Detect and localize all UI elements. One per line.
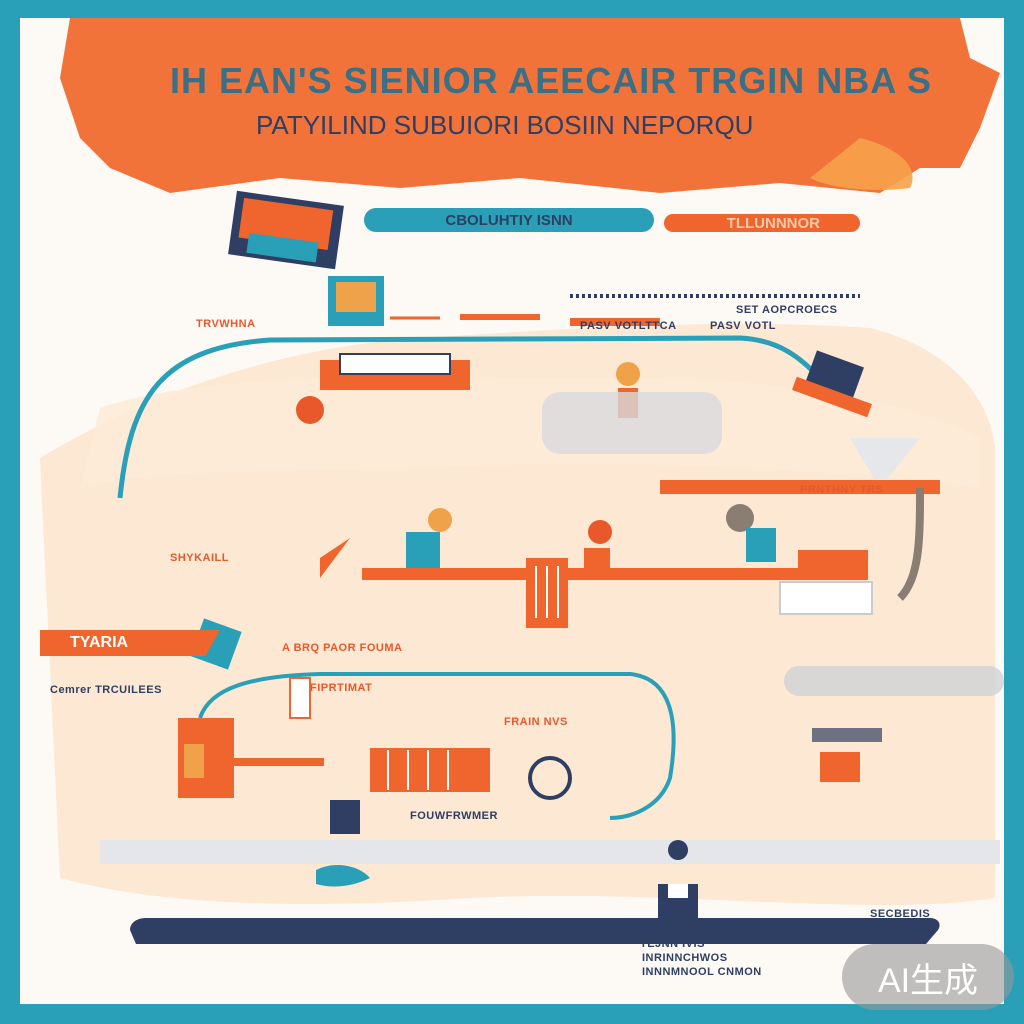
left-orange-tag: TYARIA [40,630,220,656]
lower-flow-arc [198,672,676,820]
label-left-side: Cemrer TRCUILEES [50,684,162,696]
label-right-sub: SET AOPCROECS [736,304,838,316]
label-lower-mid: A BRQ PAOR FOUMA [282,642,403,654]
label-bottom-sub2: INNNMNOOL CNMON [642,966,762,978]
computer-device-icon [228,190,344,270]
bottom-timeline-bar [130,918,940,944]
generator-icon [178,718,234,798]
title-banner [60,18,1000,193]
infographic-canvas: IH EAN'S SIENIOR AEECAIR TRGIN NBA S PAT… [20,18,1004,1004]
server-rack-icon [779,550,873,615]
control-cabinet-icon [526,558,568,628]
upper-flow-arc [117,335,822,499]
worker-figure-icon-2 [406,508,452,568]
label-right-mid: PRNTHNY TRS [800,484,884,496]
label-center-top: PASV VOTLTTCA [580,320,677,332]
label-right-top: PASV VOTL [710,320,777,332]
conveyor-machine-icon [296,353,470,424]
banner-sun [810,138,913,190]
label-lower-center: FRAIN NVS [504,716,568,728]
laptop-icon [792,350,872,418]
label-bottom-center: TEJNN IVIS [640,938,705,950]
bag-icon [658,840,698,924]
page-subtitle: PATYILIND SUBUIORI BOSIIN NEPORQU [256,110,754,140]
ai-generated-watermark: AI生成 [842,944,1014,1010]
label-left-top: TRVWHNA [196,318,256,330]
label-bottom-right: SECBEDIS [870,908,931,920]
worker-figure-icon-4 [726,504,776,562]
main-conveyor-line [362,568,802,580]
teal-header-pill: CBOLUHTIY ISNN [364,208,654,232]
orange-header-pill: TLLUNNNOR [664,214,860,232]
gauge-icon [528,756,572,800]
base-strip [100,840,1000,864]
diagram-artwork [40,18,1004,944]
page-title: IH EAN'S SIENIOR AEECAIR TRGIN NBA S [170,60,932,101]
machine-press-icon [370,748,490,792]
worker-figure-icon-3 [584,520,612,574]
monitor-icon [328,276,440,326]
label-left-mid: SHYKAILL [170,552,229,564]
platform-icon [542,392,722,454]
label-lower-box: FIPRTIMAT [310,682,373,694]
label-bottom-sub1: INRINNCHWOS [642,952,728,964]
label-lower-bottom: FOUWFRWMER [410,810,498,822]
